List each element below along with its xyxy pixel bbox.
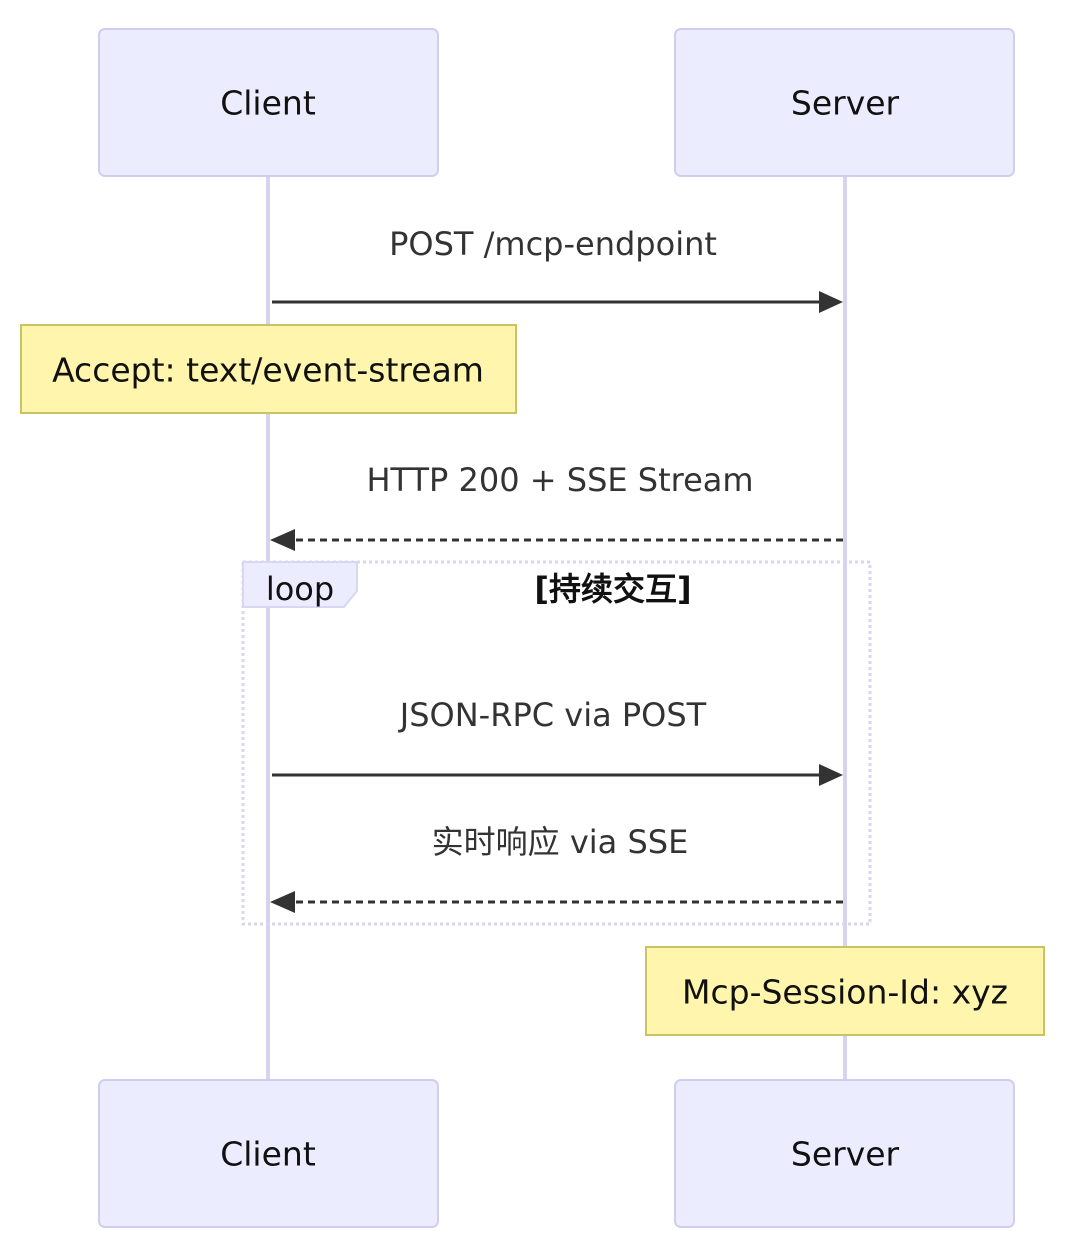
client-actor-top: Client (98, 28, 439, 177)
message-post-endpoint: POST /mcp-endpoint (272, 225, 843, 313)
message-realtime-sse-label: 实时响应 via SSE (432, 823, 689, 861)
loop-condition-label: [持续交互] (534, 570, 691, 608)
client-actor-bottom: Client (98, 1079, 439, 1228)
server-actor-top: Server (674, 28, 1015, 177)
loop-tab (242, 561, 358, 608)
note-session-id-label: Mcp-Session-Id: xyz (682, 973, 1008, 1012)
loop-frame: loop [持续交互] (241, 560, 872, 926)
note-accept: Accept: text/event-stream (20, 324, 517, 414)
client-actor-bottom-label: Client (220, 1135, 316, 1174)
message-json-rpc-label: JSON-RPC via POST (398, 696, 707, 734)
note-accept-label: Accept: text/event-stream (52, 351, 484, 390)
message-realtime-sse: 实时响应 via SSE (270, 823, 843, 913)
arrowhead-left-icon (270, 529, 295, 551)
arrowhead-right-icon (819, 764, 843, 786)
server-actor-top-label: Server (791, 84, 900, 123)
message-http-200-label: HTTP 200 + SSE Stream (366, 461, 753, 499)
message-json-rpc: JSON-RPC via POST (272, 696, 843, 786)
server-actor-bottom: Server (674, 1079, 1015, 1228)
message-http-200: HTTP 200 + SSE Stream (270, 461, 843, 551)
arrowhead-right-icon (819, 291, 843, 313)
arrowhead-left-icon (270, 891, 295, 913)
client-actor-top-label: Client (220, 84, 316, 123)
server-actor-bottom-label: Server (791, 1135, 900, 1174)
note-session-id: Mcp-Session-Id: xyz (645, 946, 1045, 1036)
loop-type-label: loop (266, 570, 334, 608)
message-post-endpoint-label: POST /mcp-endpoint (389, 225, 717, 263)
